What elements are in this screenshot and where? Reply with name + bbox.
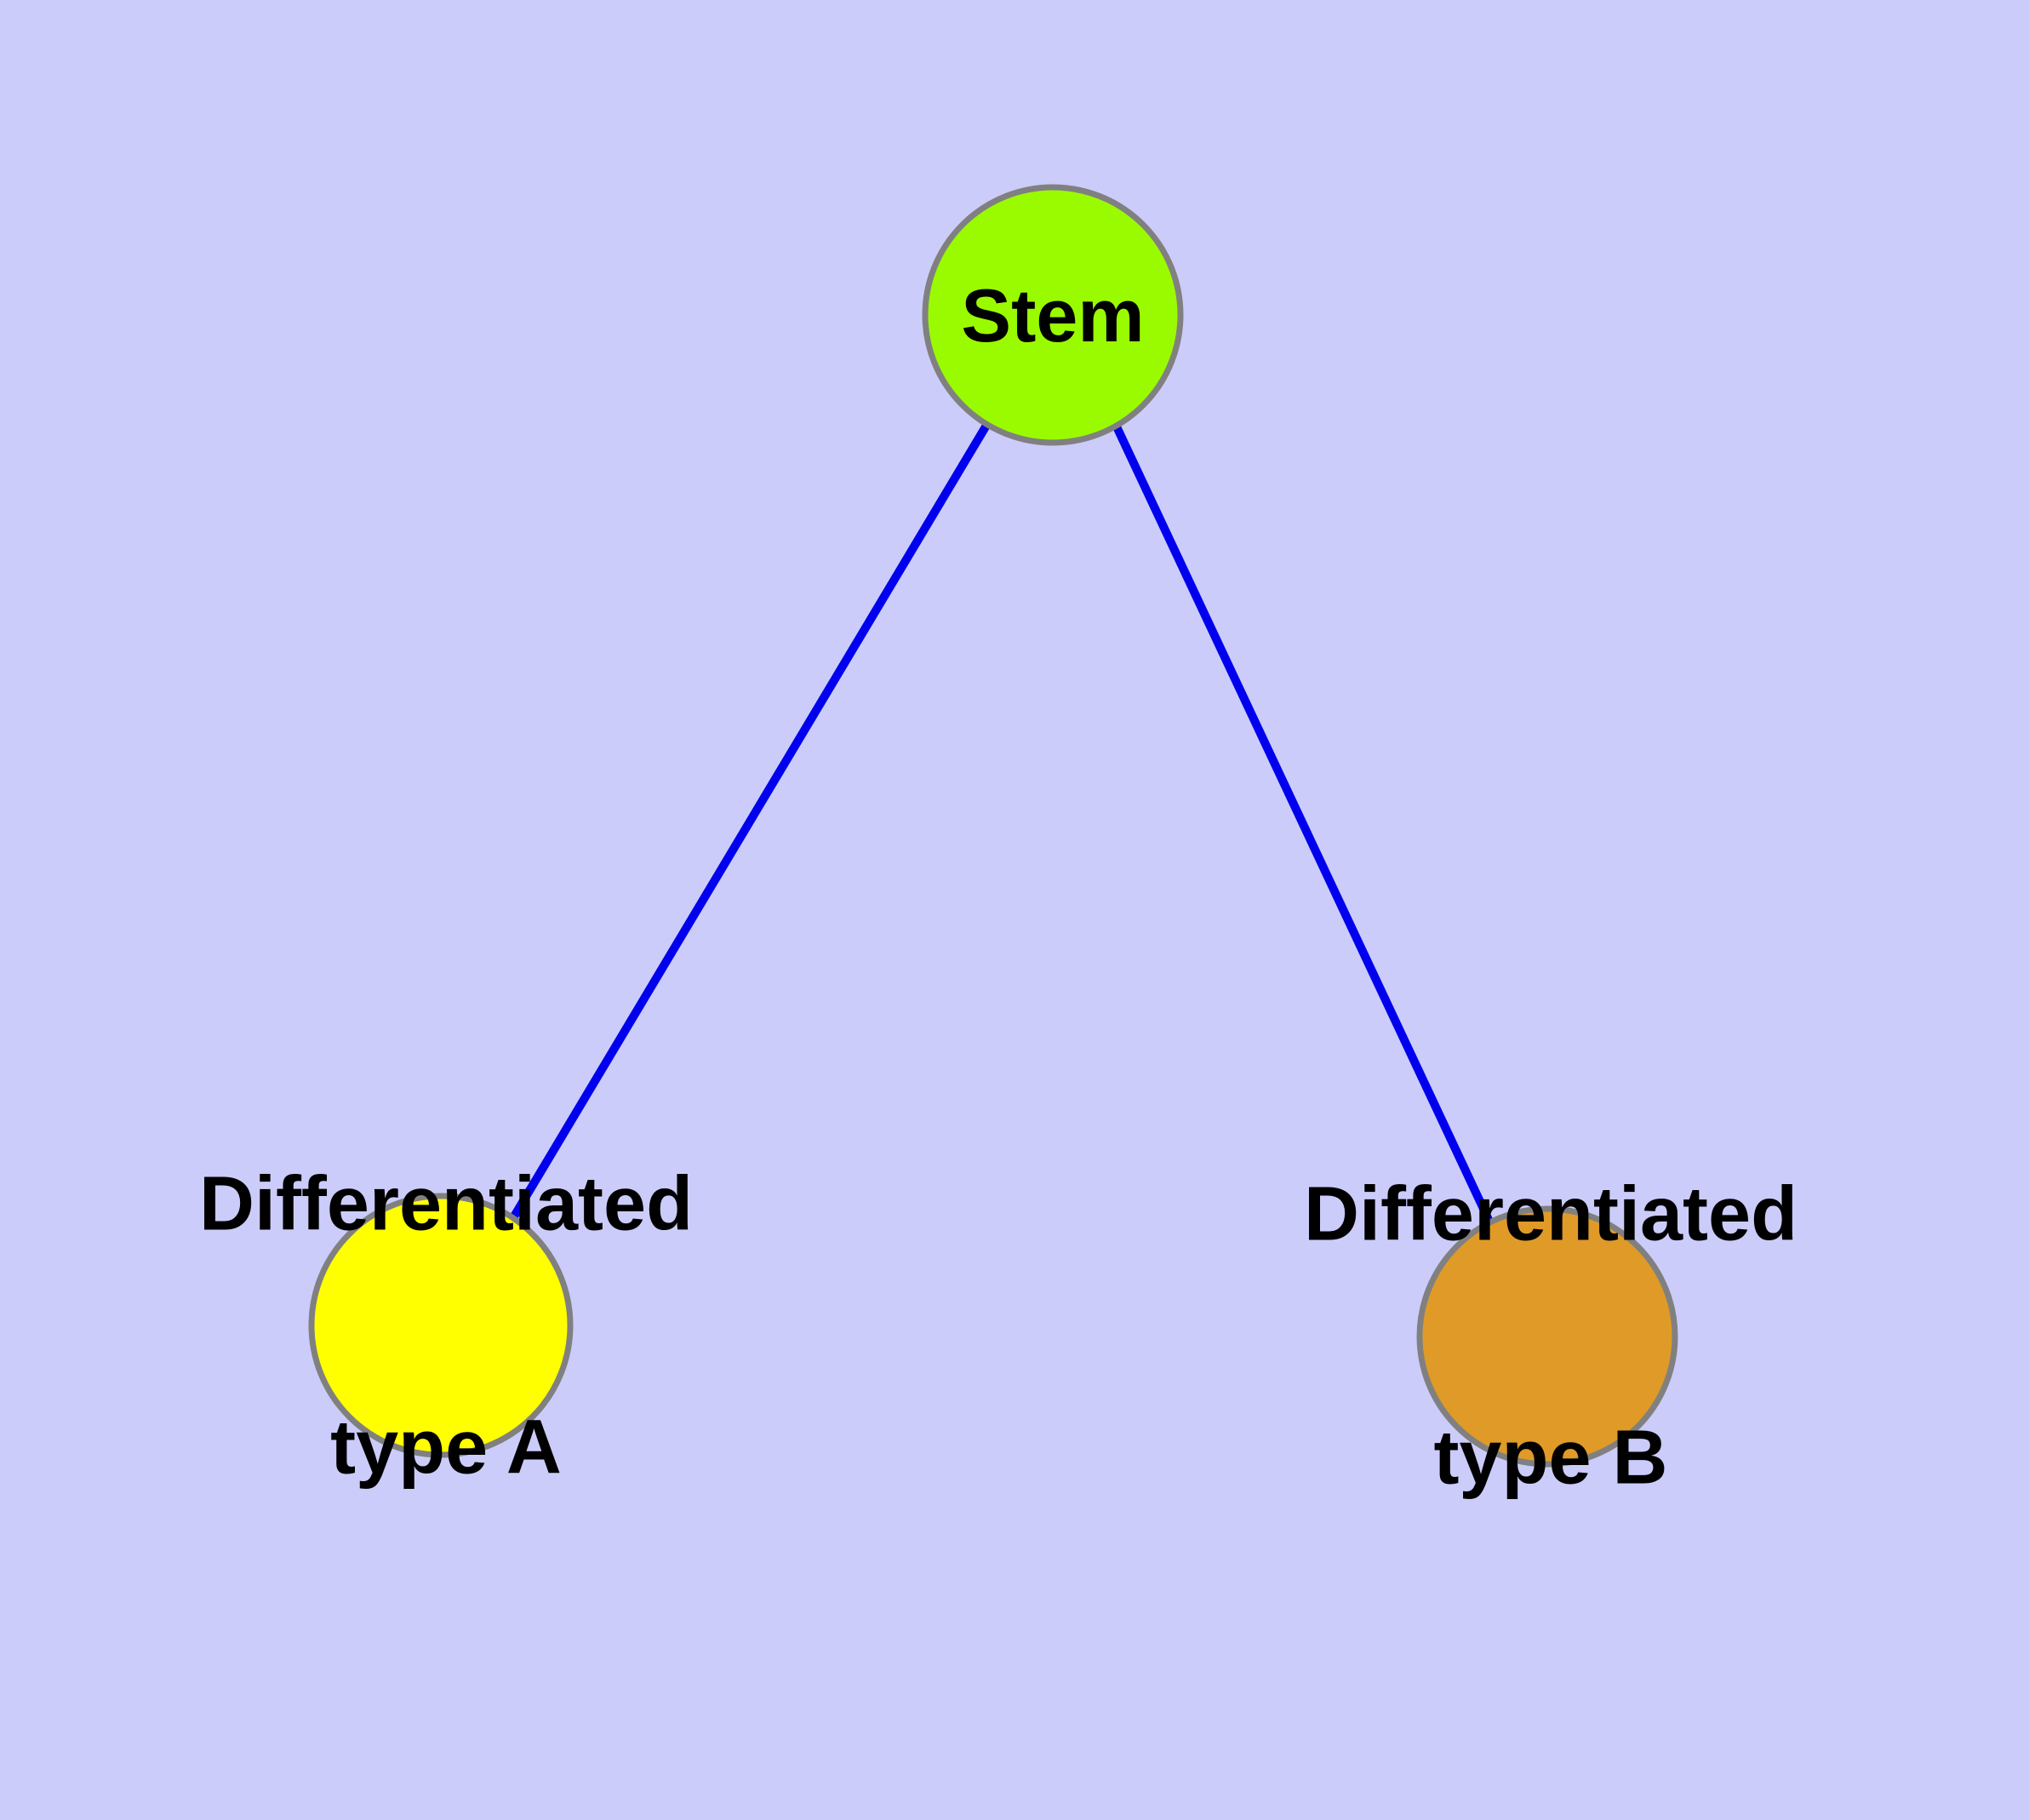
node-circle-diff-a[interactable] [308,1193,574,1458]
node-circle-diff-b[interactable] [1416,1205,1678,1468]
node-circle-stem[interactable] [922,184,1184,446]
edge-stem-to-diff-a[interactable] [507,421,992,1223]
node-layer [308,184,1678,1468]
edge-layer [507,421,1495,1226]
edge-stem-to-diff-b[interactable] [1111,421,1495,1226]
